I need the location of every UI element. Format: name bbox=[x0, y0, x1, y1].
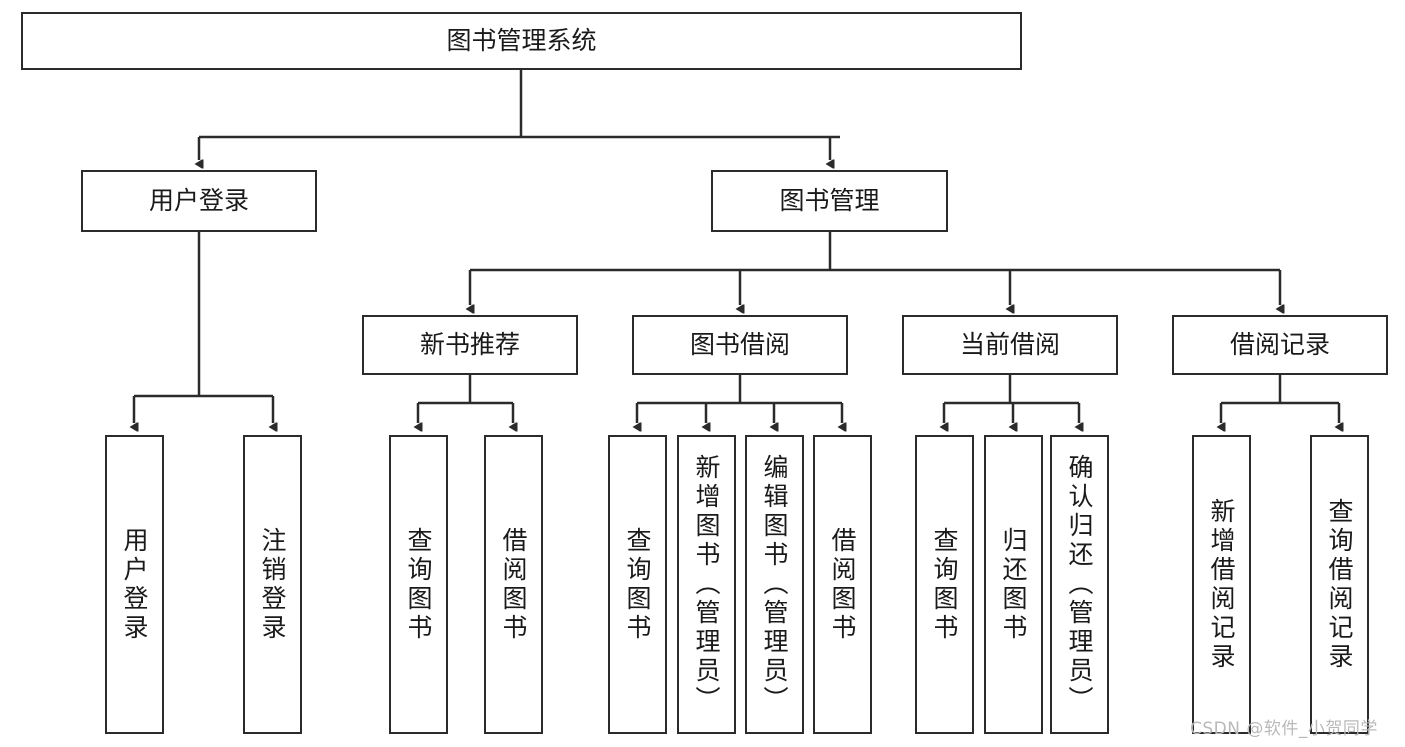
node-label: 注销登录 bbox=[258, 526, 287, 643]
leaf-borrow-edit-book[interactable]: 编辑图书（管理员） bbox=[745, 435, 804, 734]
node-label: 查询图书 bbox=[930, 526, 959, 643]
node-label: 新增图书（管理员） bbox=[692, 454, 721, 715]
node-label: 借阅记录 bbox=[1229, 330, 1330, 360]
node-label: 归还图书 bbox=[999, 526, 1028, 643]
watermark: CSDN @软件_小贺同学 bbox=[1190, 719, 1378, 739]
leaf-borrow-add-book[interactable]: 新增图书（管理员） bbox=[677, 435, 736, 734]
node-label: 新增借阅记录 bbox=[1207, 497, 1236, 672]
node-label: 图书管理 bbox=[779, 186, 880, 216]
leaf-user-login-logout[interactable]: 注销登录 bbox=[243, 435, 302, 734]
node-label: 用户登录 bbox=[148, 186, 249, 216]
node-label: 查询借阅记录 bbox=[1325, 497, 1354, 672]
node-user-login[interactable]: 用户登录 bbox=[81, 170, 317, 232]
node-label: 编辑图书（管理员） bbox=[760, 454, 789, 715]
leaf-borrow-query-book[interactable]: 查询图书 bbox=[608, 435, 667, 734]
leaf-user-login-login[interactable]: 用户登录 bbox=[105, 435, 164, 734]
node-label: 用户登录 bbox=[120, 526, 149, 643]
node-label: 图书借阅 bbox=[689, 330, 790, 360]
leaf-record-add-record[interactable]: 新增借阅记录 bbox=[1192, 435, 1251, 734]
node-label: 确认归还（管理员） bbox=[1065, 454, 1094, 715]
leaf-recommend-borrow-book[interactable]: 借阅图书 bbox=[484, 435, 543, 734]
leaf-recommend-query-book[interactable]: 查询图书 bbox=[389, 435, 448, 734]
node-label: 图书管理系统 bbox=[446, 26, 597, 56]
leaf-current-query-book[interactable]: 查询图书 bbox=[915, 435, 974, 734]
node-label: 查询图书 bbox=[404, 526, 433, 643]
node-new-book-recommend[interactable]: 新书推荐 bbox=[362, 315, 578, 375]
node-label: 当前借阅 bbox=[959, 330, 1060, 360]
node-label: 借阅图书 bbox=[828, 526, 857, 643]
leaf-current-return-book[interactable]: 归还图书 bbox=[984, 435, 1043, 734]
node-label: 新书推荐 bbox=[419, 330, 520, 360]
node-borrow-record[interactable]: 借阅记录 bbox=[1172, 315, 1388, 375]
leaf-record-query-record[interactable]: 查询借阅记录 bbox=[1310, 435, 1369, 734]
node-current-borrow[interactable]: 当前借阅 bbox=[902, 315, 1118, 375]
node-book-management[interactable]: 图书管理 bbox=[711, 170, 948, 232]
node-label: 借阅图书 bbox=[499, 526, 528, 643]
leaf-borrow-borrow-book[interactable]: 借阅图书 bbox=[813, 435, 872, 734]
node-book-borrow[interactable]: 图书借阅 bbox=[632, 315, 848, 375]
node-root-system[interactable]: 图书管理系统 bbox=[21, 12, 1022, 70]
leaf-current-confirm-return[interactable]: 确认归还（管理员） bbox=[1050, 435, 1109, 734]
node-label: 查询图书 bbox=[623, 526, 652, 643]
